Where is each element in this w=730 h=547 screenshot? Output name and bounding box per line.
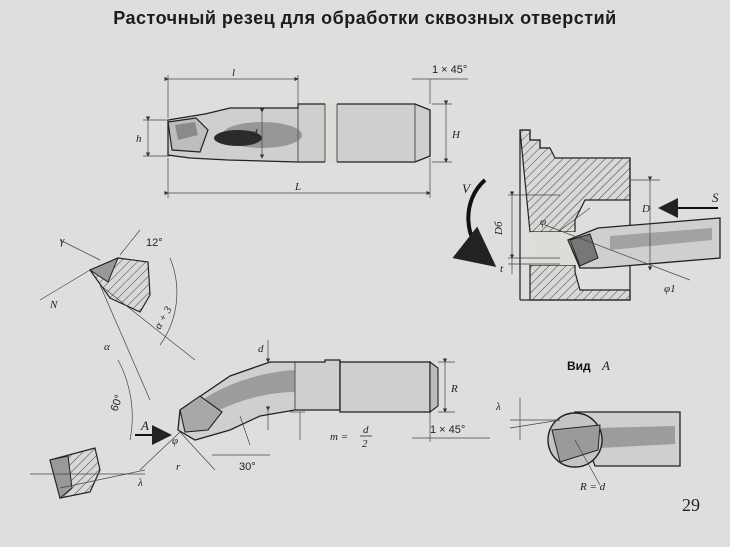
speed-V-label: V [462, 181, 472, 196]
dim-d-label: d [252, 127, 258, 139]
view-A-arrow-label: A [140, 418, 149, 433]
bottom-cutter-view: d R A φ r 30° m = d 2 1 × 45° [135, 340, 490, 473]
lambda-section-view: λ [30, 447, 146, 499]
boring-process-view: V S Dб D t φ φ1 [452, 129, 721, 301]
phi-process-label: φ [540, 216, 546, 228]
dim-l-label: l [232, 67, 235, 79]
dim-H-label: H [451, 129, 461, 141]
m-frac-num: d [363, 424, 369, 436]
depth-t-label: t [500, 263, 504, 275]
gamma-label: γ [60, 235, 65, 247]
bottom-r-label: r [176, 461, 181, 473]
m-frac-den: 2 [362, 438, 368, 450]
dim-Db-label: Dб [493, 221, 505, 236]
view-a-lambda-label: λ [495, 401, 501, 413]
phi1-process-label: φ1 [664, 283, 676, 295]
sheet-title: Расточный резец для обработки сквозных о… [113, 8, 617, 28]
m-eq-label: m = [330, 431, 348, 443]
chamfer-bottom-label: 1 × 45° [430, 424, 465, 436]
angle-12-label: 12° [146, 237, 163, 249]
bottom-phi-label: φ [172, 435, 178, 447]
page-number: 29 [682, 495, 700, 515]
alpha-label: α [104, 341, 110, 353]
angle-30-label: 30° [239, 461, 256, 473]
bottom-d-label: d [258, 343, 264, 355]
chamfer-top-label: 1 × 45° [432, 64, 467, 76]
N-label: N [49, 299, 58, 311]
feed-S-label: S [712, 190, 719, 205]
dim-L-label: L [294, 181, 301, 193]
view-a-word: Вид [567, 359, 591, 373]
bottom-R-label: R [450, 383, 458, 395]
view-a-letter: A [601, 358, 610, 373]
view-a-drawing: Вид A λ R = d [495, 358, 681, 493]
lambda-small-label: λ [137, 477, 143, 489]
dim-h-label: h [136, 133, 142, 145]
angle-section-view: γ 12° α + 3 α 60° N [39, 229, 196, 441]
view-a-R-eq-d-label: R = d [579, 481, 606, 493]
dim-D-label: D [641, 203, 650, 215]
alpha-plus-3-label: α + 3 [152, 304, 175, 331]
top-cutter-view: l L h H d 1 × 45° [136, 64, 468, 198]
angle-60-label: 60° [109, 393, 126, 413]
